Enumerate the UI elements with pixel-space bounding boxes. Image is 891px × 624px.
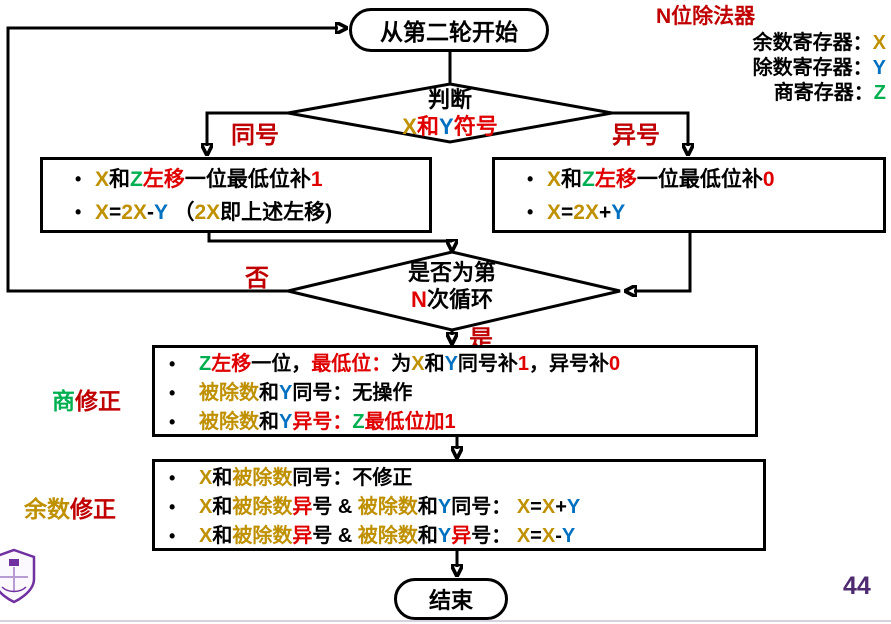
diffbox-to-decision2-arrow: [634, 233, 692, 291]
diff-sign-box: •X和Z左移一位最低位补0 •X=2X+Y: [492, 157, 886, 233]
same-sign-box: •X和Z左移一位最低位补1 •X=2X-Y （2X即上述左移): [40, 157, 432, 233]
decision2-text: 是否为第 N次循环: [352, 259, 552, 313]
university-shield-logo: [0, 548, 36, 604]
bullet-icon: •: [75, 202, 82, 222]
quotient-fix-label: 商修正: [52, 388, 121, 414]
no-branch-label: 否: [245, 265, 269, 292]
same-branch-arrow: [207, 111, 288, 146]
decision1-line2: X和Y符号: [402, 114, 498, 139]
quotient-bullet-1: •Z左移一位，最低位：为X和Y同号补1，异号补0: [155, 350, 755, 379]
remainder-bullet-1: •X和被除数同号：不修正: [155, 464, 763, 493]
bullet-icon: •: [527, 169, 534, 189]
quotient-bullet-2: •被除数和Y同号：无操作: [155, 379, 755, 408]
remainder-fix-label: 余数修正: [24, 496, 116, 522]
quotient-fix-box: •Z左移一位，最低位：为X和Y同号补1，异号补0 •被除数和Y同号：无操作 •被…: [152, 345, 758, 437]
bullet-icon: •: [527, 202, 534, 222]
diff-sign-bullet-1: •X和Z左移一位最低位补0: [495, 163, 883, 196]
bullet-icon: •: [169, 497, 176, 517]
same-sign-branch-label: 同号: [231, 122, 279, 149]
same-sign-bullet-1: •X和Z左移一位最低位补1: [43, 163, 429, 196]
bullet-icon: •: [169, 468, 176, 488]
decision1-line1: 判断: [427, 87, 472, 112]
end-node: 结束: [394, 578, 508, 620]
quotient-register-line: 商寄存器：Z: [773, 82, 886, 104]
decision1-text: 判断 X和Y符号: [330, 86, 570, 140]
bottom-rule: [0, 620, 891, 622]
diff-branch-arrow: [612, 111, 688, 146]
divisor-register-line: 除数寄存器：Y: [752, 57, 886, 79]
bullet-icon: •: [169, 412, 176, 432]
remainder-fix-box: •X和被除数同号：不修正 •X和被除数异号 & 被除数和Y同号： X=X+Y •…: [152, 459, 766, 551]
register-legend: 余数寄存器：X 除数寄存器：Y 商寄存器：Z: [753, 31, 886, 106]
remainder-bullet-3: •X和被除数异号 & 被除数和Y异号： X=X-Y: [155, 522, 763, 551]
decision1-diamond: [287, 82, 613, 144]
diff-sign-branch-label: 异号: [612, 122, 660, 149]
decision2-line1: 是否为第: [407, 260, 496, 285]
bullet-icon: •: [169, 383, 176, 403]
loop-back-arrow: [6, 28, 338, 293]
bullet-icon: •: [169, 354, 176, 374]
bullet-icon: •: [169, 526, 176, 546]
same-sign-bullet-2: •X=2X-Y （2X即上述左移): [43, 196, 429, 229]
diff-sign-bullet-2: •X=2X+Y: [495, 196, 883, 229]
bullet-icon: •: [75, 169, 82, 189]
quotient-bullet-3: •被除数和Y异号：Z最低位加1: [155, 408, 755, 437]
samebox-to-decision2-arrow: [207, 233, 452, 242]
start-node: 从第二轮开始: [349, 8, 549, 52]
page-title: N位除法器: [656, 5, 756, 28]
remainder-bullet-2: •X和被除数异号 & 被除数和Y同号： X=X+Y: [155, 493, 763, 522]
decision2-diamond: [287, 250, 621, 332]
page-number: 44: [843, 572, 871, 600]
decision2-line2: N次循环: [411, 287, 493, 312]
remainder-register-line: 余数寄存器：X: [752, 32, 886, 54]
